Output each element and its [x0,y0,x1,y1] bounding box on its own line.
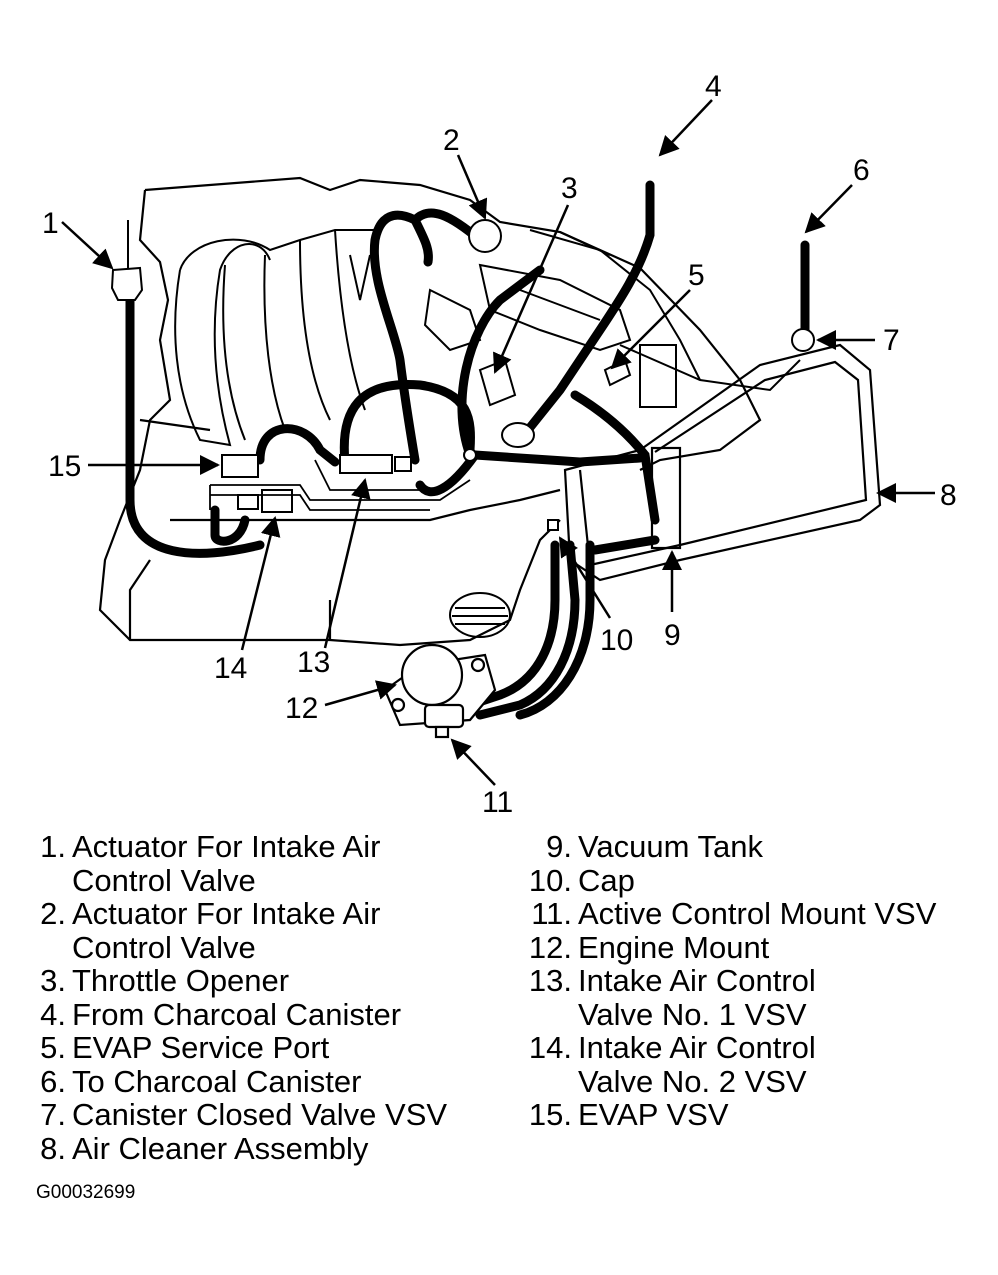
leader-11 [450,738,496,786]
legend-item-text: To Charcoal Canister [72,1063,362,1099]
legend-item: 5.EVAP Service Port [36,1031,506,1065]
legend-item-number [36,864,72,898]
legend-item: 13.Intake Air Control [520,964,990,998]
legend-item-text: EVAP Service Port [72,1030,330,1065]
legend-item-number: 2. [40,896,66,931]
callout-14: 14 [214,652,247,685]
callout-6: 6 [853,154,870,187]
callout-4: 4 [705,70,722,103]
callout-12: 12 [285,692,318,725]
legend-item: 4.From Charcoal Canister [36,996,506,1032]
leader-2 [456,154,488,220]
legend-item: 9.Vacuum Tank [520,830,990,864]
leader-4 [658,99,713,157]
legend-item-number: 5. [40,1030,66,1065]
legend-item: Control Valve [36,929,506,965]
legend-item-number: 1. [40,829,66,864]
legend-item: 15.EVAP VSV [520,1098,990,1132]
callout-15: 15 [48,450,81,483]
legend-item-number: 9. [546,829,572,864]
legend-item-text: Actuator For Intake Air [72,829,381,864]
legend-item-text: Active Control Mount VSV [578,896,937,931]
legend-item: 7.Canister Closed Valve VSV [36,1098,506,1132]
callout-8: 8 [940,479,957,512]
legend-item-text: EVAP VSV [578,1097,729,1132]
legend-item-text: Actuator For Intake Air [72,896,381,931]
legend-item: 14.Intake Air Control [520,1031,990,1065]
callout-13: 13 [297,646,330,679]
legend-item-number [520,1065,578,1099]
legend-item-text: Control Valve [72,929,256,965]
legend-item-number: 11. [531,896,572,931]
legend-item-text: Cap [578,862,635,898]
legend-item-number: 12. [528,929,572,965]
legend-item-number [36,931,72,965]
leader-10 [558,536,612,619]
legend-item: Valve No. 1 VSV [520,996,990,1032]
throttle-body [423,229,801,408]
legend-item: 8.Air Cleaner Assembly [36,1130,506,1166]
legend-item: 3.Throttle Opener [36,964,506,998]
legend-item: 12.Engine Mount [520,929,990,965]
legend-item-text: Intake Air Control [578,963,816,998]
legend-item-number: 6. [40,1063,66,1099]
legend-item: Valve No. 2 VSV [520,1063,990,1099]
legend-item-number: 8. [40,1130,66,1166]
callout-labels: 1 2 3 4 5 6 7 8 9 10 11 12 13 14 15 [42,70,957,819]
legend-item: 6.To Charcoal Canister [36,1063,506,1099]
legend-item-text: Control Valve [72,862,256,898]
callout-3: 3 [561,172,578,205]
legend-item-text: Engine Mount [578,929,770,965]
vsv-components [110,219,815,531]
legend-item-number [520,998,578,1032]
intake-manifold [174,229,380,447]
legend-item-number: 7. [40,1097,66,1132]
vacuum-hoses [125,180,810,720]
legend-item-text: From Charcoal Canister [72,996,402,1032]
callout-2: 2 [443,124,460,157]
callout-9: 9 [664,619,681,652]
vacuum-pipes [209,459,471,511]
leader-1 [61,221,114,270]
callout-5: 5 [688,259,705,292]
legend-item: 2.Actuator For Intake Air [36,897,506,931]
figure-code: G00032699 [36,1182,136,1203]
callout-7: 7 [883,324,900,357]
legend-item: 10.Cap [520,862,990,898]
legend-item: Control Valve [36,862,506,898]
engine-vacuum-diagram: 1 2 3 4 5 6 7 8 9 10 11 12 13 14 15 [42,70,957,819]
legend-item: 1.Actuator For Intake Air [36,830,506,864]
leader-5 [610,289,691,370]
legend-item-number: 15. [528,1097,572,1132]
legend-item-number: 14. [528,1030,572,1065]
leader-6 [804,184,853,234]
leader-3 [493,204,570,374]
legend-item-text: Intake Air Control [578,1030,816,1065]
legend-item-number: 10. [528,862,572,898]
legend-item-number: 13. [528,963,572,998]
legend-item-text: Valve No. 2 VSV [578,1063,807,1099]
leader-14 [240,516,281,651]
legend-item-number: 4. [40,996,66,1032]
callout-10: 10 [600,624,633,657]
oil-cap [449,592,511,638]
legend-item-text: Air Cleaner Assembly [72,1130,369,1166]
leader-13 [323,478,371,649]
callout-1: 1 [42,207,59,240]
leader-12 [324,680,397,707]
engine-mount [383,643,497,739]
legend-item-text: Throttle Opener [72,963,290,998]
legend-item: 11.Active Control Mount VSV [520,897,990,931]
legend-item-text: Vacuum Tank [578,829,763,864]
legend-item-text: Canister Closed Valve VSV [72,1097,448,1132]
legend-item-text: Valve No. 1 VSV [578,996,807,1032]
callout-11: 11 [482,786,513,819]
legend-item-number: 3. [40,963,66,998]
callout-arrows [61,99,935,786]
